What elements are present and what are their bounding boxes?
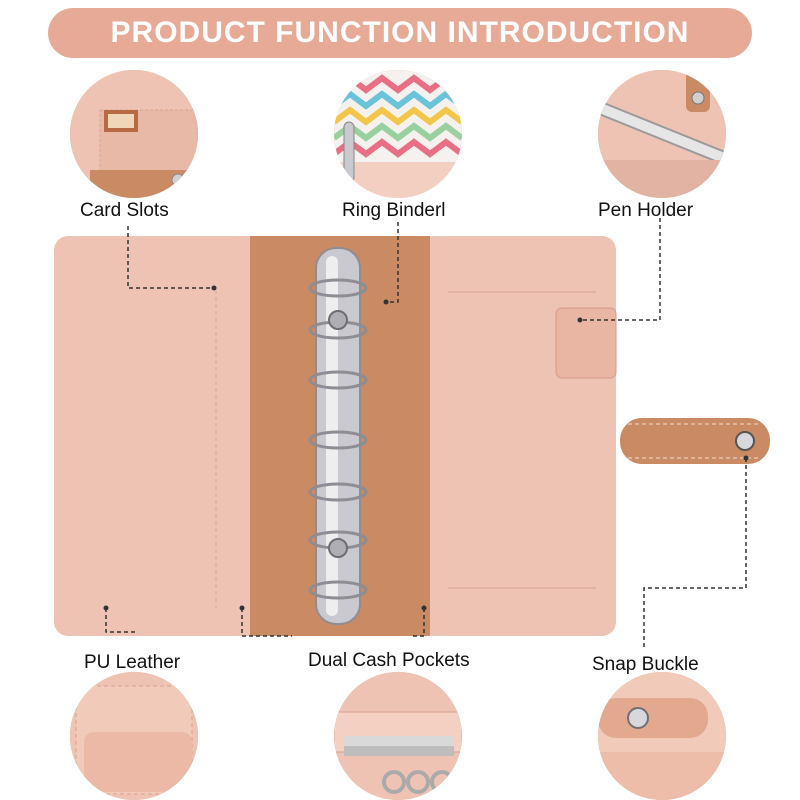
label-pen-holder: Pen Holder [598,200,694,221]
cash-pockets-detail-image [334,672,462,800]
pu-leather-detail-image [70,672,198,800]
ring-binder-detail-image [334,70,462,198]
label-dual-cash-pockets: Dual Cash Pockets [308,650,470,671]
label-ring-binder: Ring Binderl [342,200,446,221]
pen-holder-detail-image [598,70,726,198]
right-cover [420,236,616,636]
banner-title: PRODUCT FUNCTION INTRODUCTION [110,16,690,49]
snap-button [735,431,755,451]
title-banner: PRODUCT FUNCTION INTRODUCTION [48,8,752,58]
label-card-slots: Card Slots [80,200,169,221]
card-slots-detail-image [70,70,198,198]
label-snap-buckle: Snap Buckle [592,654,699,675]
label-pu-leather: PU Leather [84,652,181,673]
left-cover [54,236,264,636]
snap-strap [620,418,770,464]
